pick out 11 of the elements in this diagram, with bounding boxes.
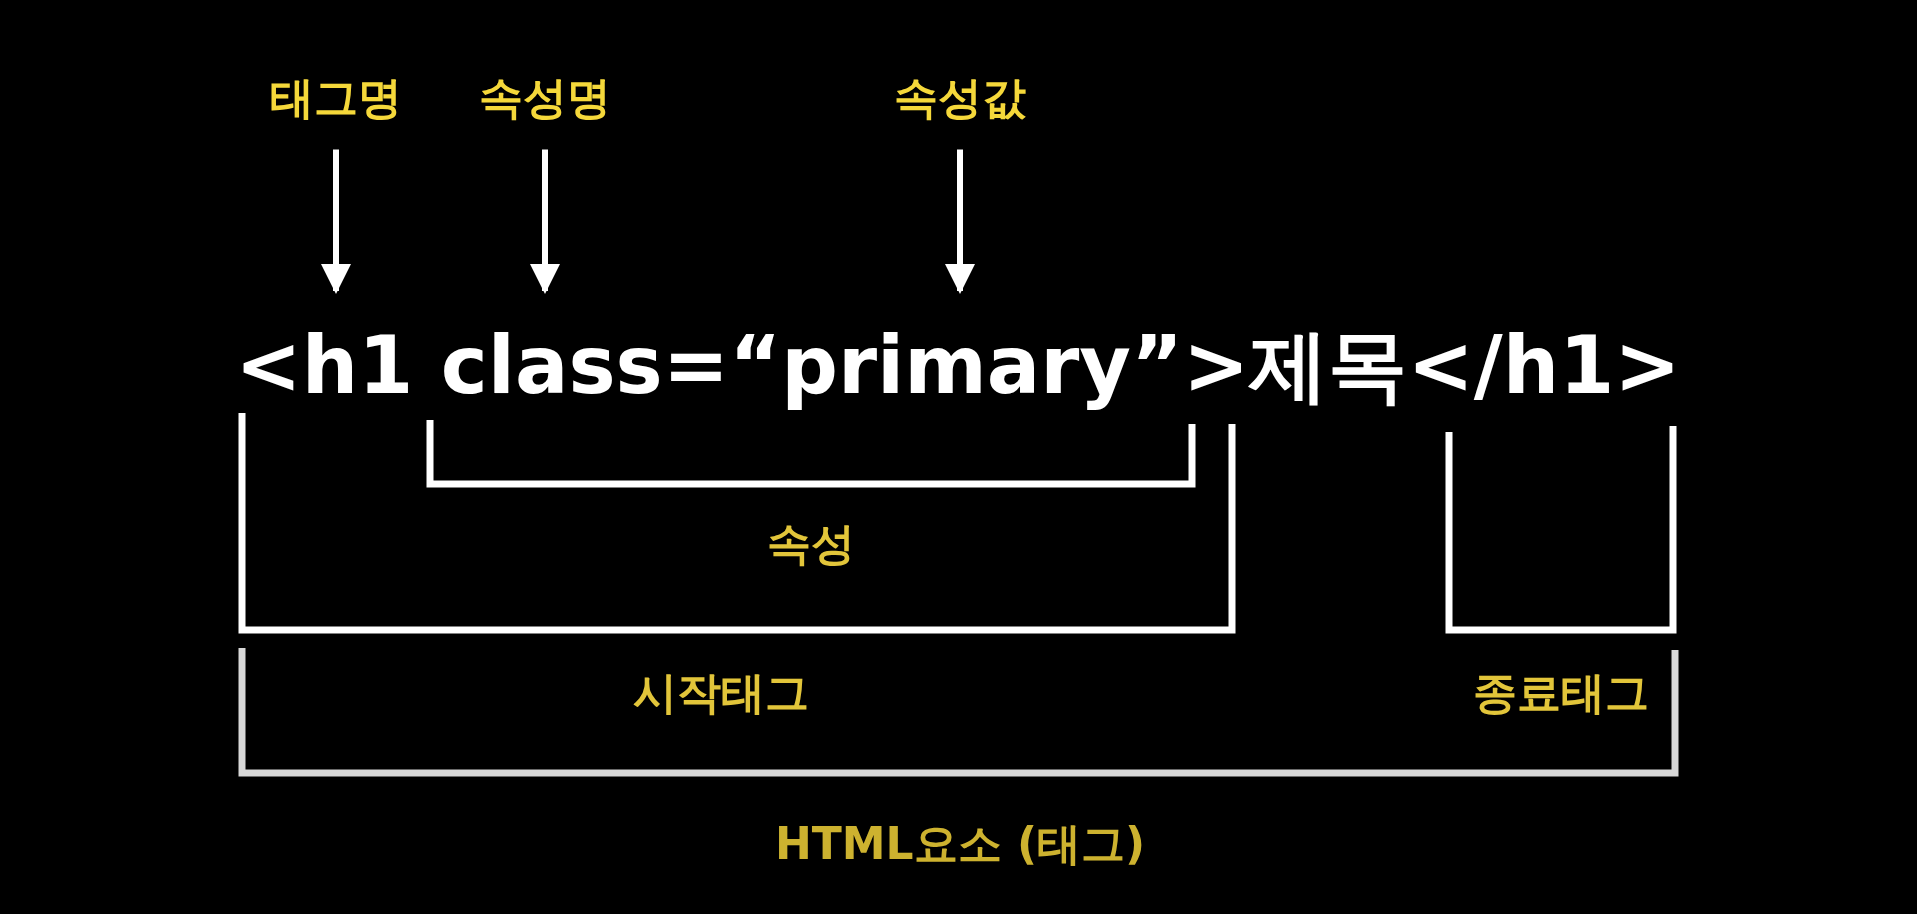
- leader-arrow: [321, 149, 351, 294]
- leader-arrow: [945, 149, 975, 294]
- bracket-label: HTML요소 (태그): [774, 816, 1146, 871]
- bracket-label: 속성: [767, 516, 855, 571]
- bracket-label: 시작태그: [633, 665, 809, 720]
- bracket-label: 종료태그: [1473, 665, 1649, 720]
- term-label: 태그명: [270, 68, 402, 128]
- term-label: 속성값: [894, 68, 1026, 128]
- code-line: <h1 class=“primary”>제목</h1>: [235, 317, 1681, 414]
- term-label: 속성명: [479, 68, 611, 128]
- leader-arrow: [530, 149, 560, 294]
